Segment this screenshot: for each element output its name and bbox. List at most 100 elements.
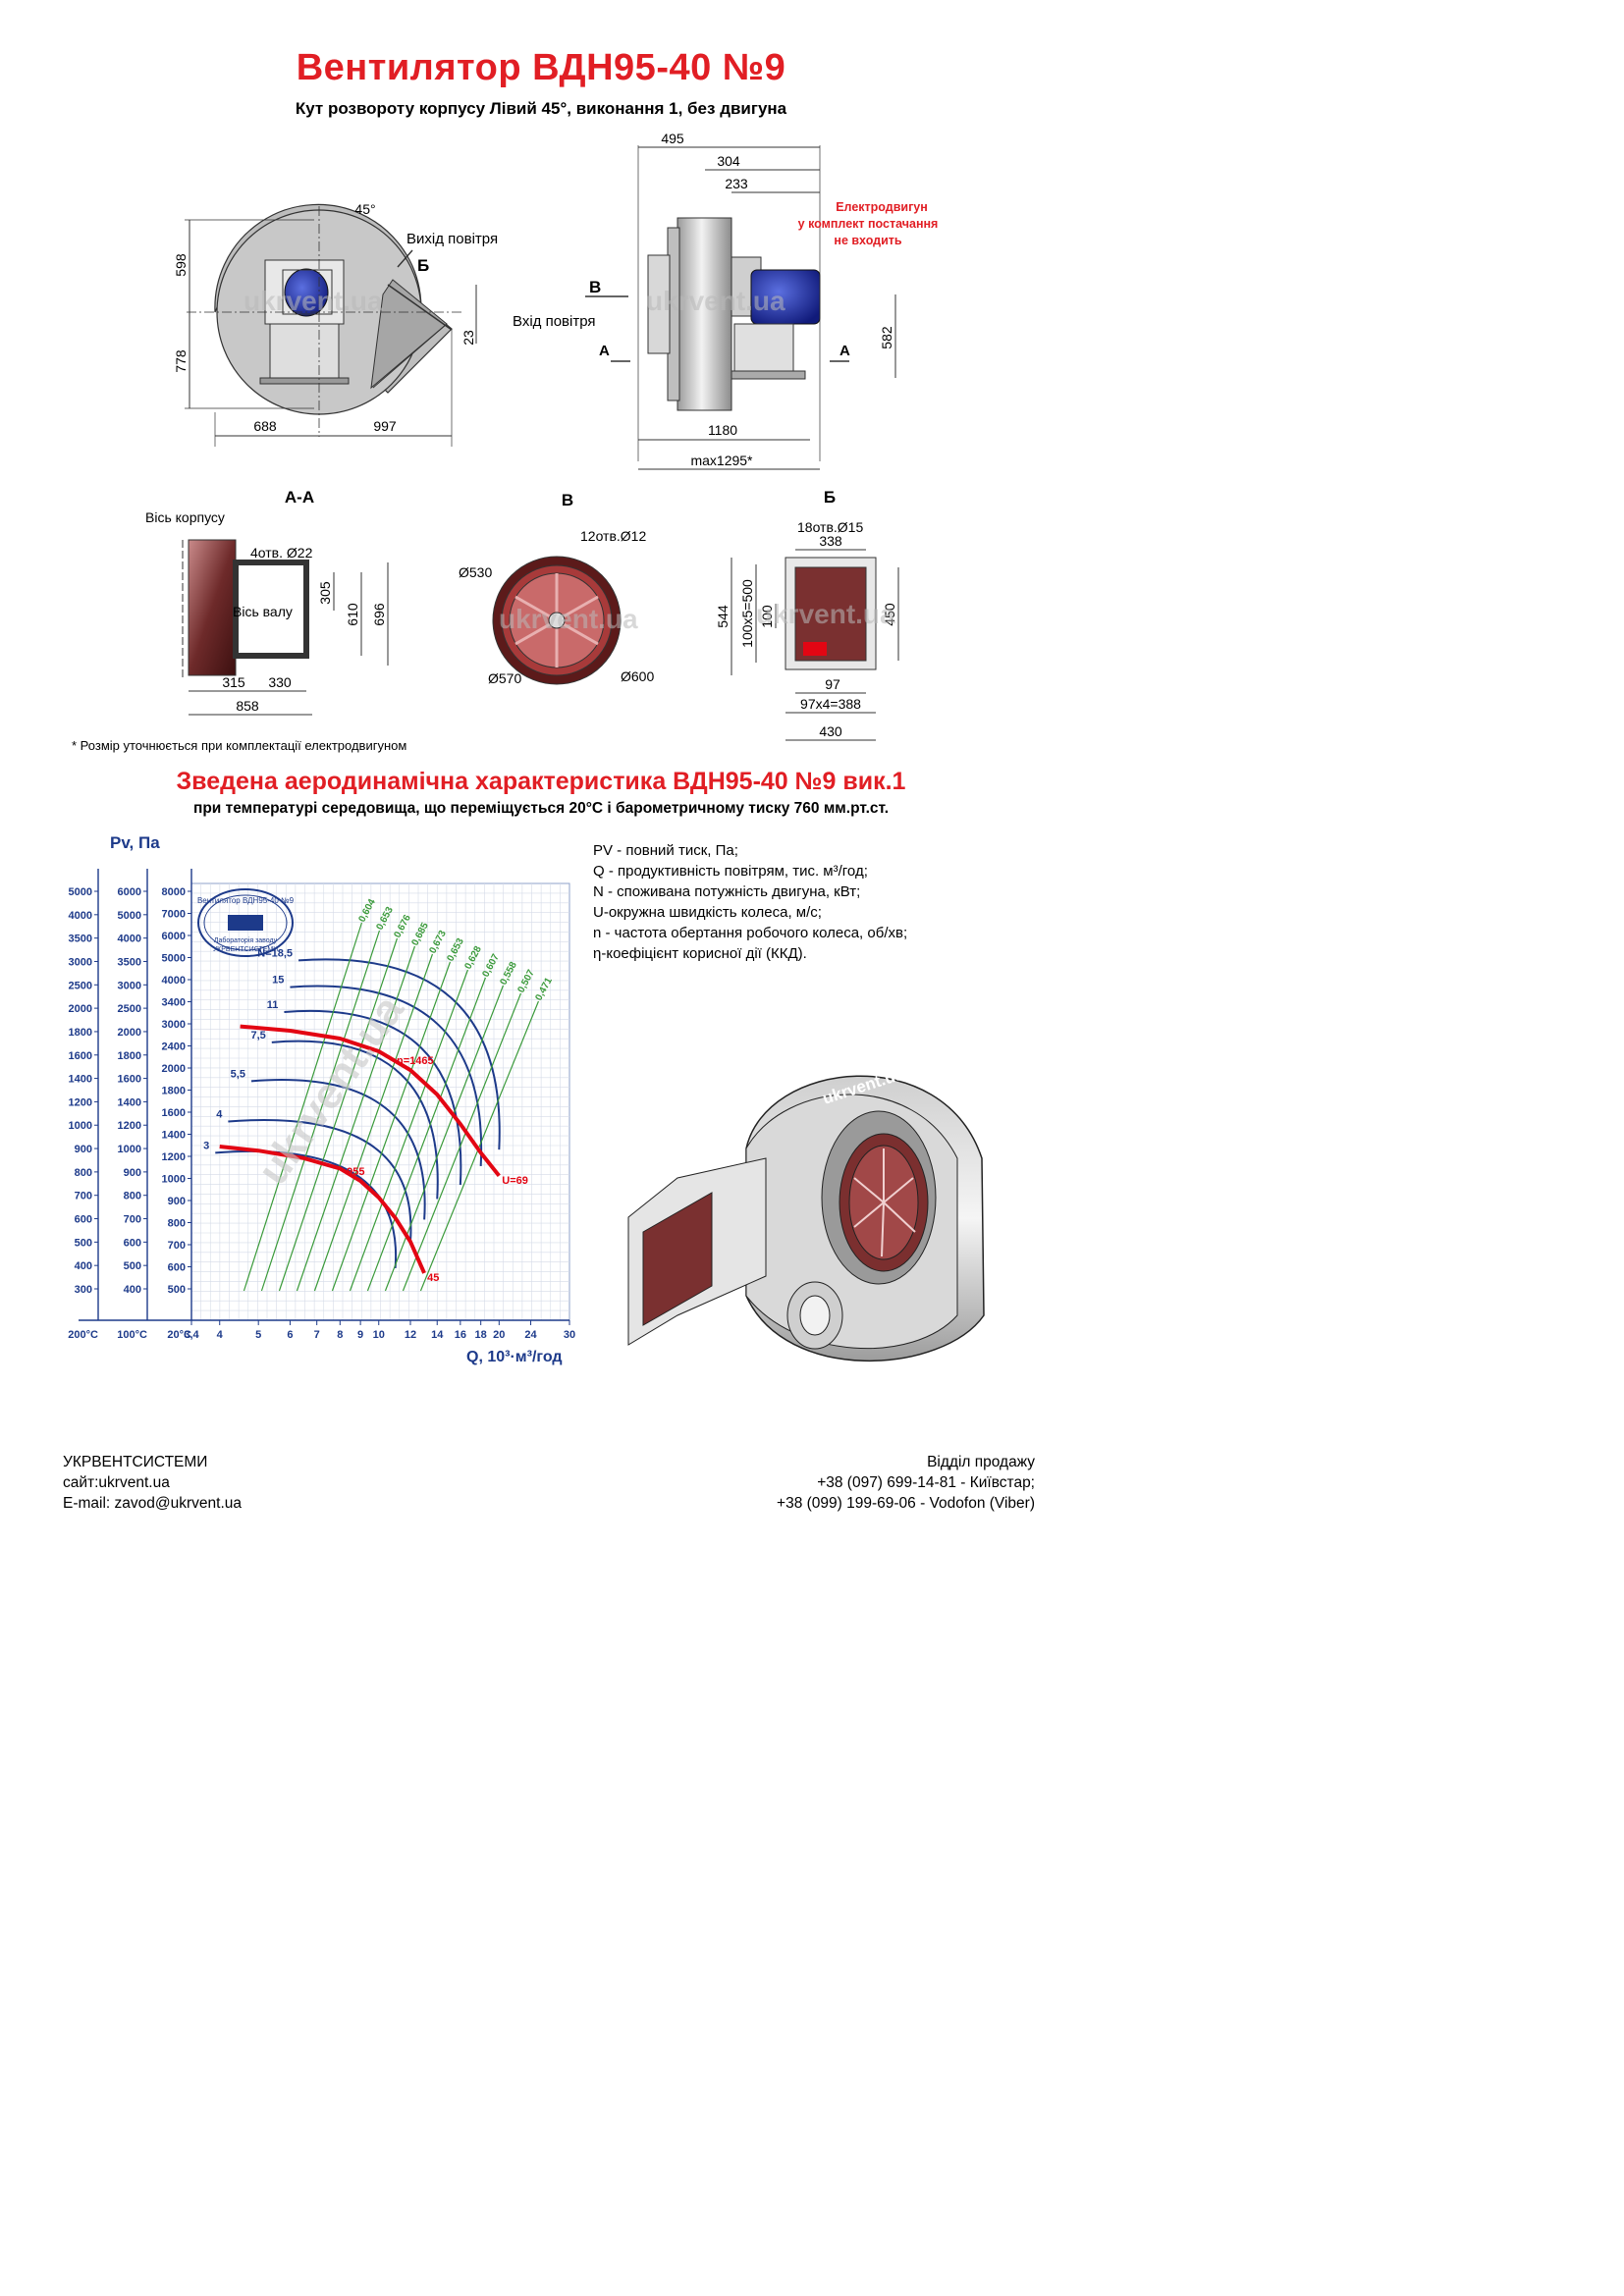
y-tick-label: 1400 (162, 1130, 186, 1142)
section-aa: А-А Вісь корпусу Вісь валу 4отв. Ø22 305… (145, 488, 389, 716)
x-tick-label: 18 (475, 1329, 487, 1341)
rpm-curve (240, 1024, 501, 1178)
stamp-line1: Вентилятор ВДН95-40 №9 (197, 896, 295, 905)
y-tick-label: 1000 (69, 1120, 92, 1132)
watermark-v: ukrvent.ua (499, 604, 638, 634)
dim-max1295: max1295* (690, 453, 753, 468)
y-tick-label: 5000 (118, 910, 141, 922)
efficiency-line (296, 945, 416, 1292)
temp-label: 200°С (68, 1329, 98, 1341)
dim-233: 233 (725, 176, 748, 191)
y-tick-label: 800 (168, 1218, 186, 1230)
inlet-label: Вхід повітря (513, 313, 596, 330)
x-tick-label: 5 (255, 1329, 261, 1341)
x-tick-label: 3,4 (184, 1329, 199, 1341)
footer-company: УКРВЕНТСИСТЕМИ (63, 1454, 208, 1470)
rpm-curve (219, 1145, 426, 1274)
y-tick-label: 4000 (118, 934, 141, 945)
mark-a-right: А (839, 343, 850, 359)
y-tick-label: 2000 (69, 1003, 92, 1015)
legend-eta: η-коефіцієнт корисної дії (ККД). (593, 945, 807, 962)
temp-label: 20°С (167, 1329, 191, 1341)
chart-curves: N=18,515117,55,5430,6040,6530,6760,6850,… (203, 897, 555, 1292)
y-tick-label: 7000 (162, 909, 186, 921)
y-tick-label: 700 (124, 1214, 141, 1226)
y-tick-label: 2500 (69, 980, 92, 991)
v-530: Ø530 (459, 564, 492, 580)
footer-site[interactable]: сайт:ukrvent.ua (63, 1474, 170, 1491)
x-tick-label: 12 (405, 1329, 416, 1341)
dim-495: 495 (661, 131, 684, 146)
motor-note-3: не входить (834, 234, 902, 247)
u-label: U=69 (502, 1175, 528, 1187)
legend-rpm: n - частота обертання робочого колеса, о… (593, 925, 908, 941)
x-tick-label: 14 (431, 1329, 444, 1341)
b-450: 450 (882, 603, 897, 626)
temp-label: 100°С (117, 1329, 147, 1341)
v-600: Ø600 (621, 668, 654, 684)
rpm-label: n=1465 (397, 1055, 434, 1067)
aa-858: 858 (236, 698, 259, 714)
y-tick-label: 1600 (69, 1050, 92, 1062)
chart-legend: PV - повний тиск, Па; Q - продуктивність… (593, 840, 907, 964)
y-tick-label: 1400 (69, 1074, 92, 1086)
aa-305: 305 (317, 581, 333, 605)
lab-stamp: Вентилятор ВДН95-40 №9 Лабораторія завод… (197, 888, 295, 957)
u-label: 45 (427, 1272, 439, 1284)
b-holes: 18отв.Ø15 (797, 519, 863, 535)
y-tick-label: 1200 (118, 1120, 141, 1132)
y-tick-label: 600 (168, 1262, 186, 1274)
y-tick-label: 2400 (162, 1041, 186, 1053)
power-label: 7,5 (251, 1030, 266, 1041)
fan-3d-illustration: ukrvent.ua (627, 1064, 985, 1362)
mark-v: В (589, 278, 601, 296)
y-tick-label: 600 (75, 1214, 92, 1226)
section-b-title: Б (824, 488, 836, 507)
y-tick-label: 1800 (69, 1027, 92, 1039)
y-tick-label: 800 (75, 1167, 92, 1179)
y-tick-label: 3000 (118, 980, 141, 991)
footer-phone-2[interactable]: +38 (099) 199-69-06 - Vodofon (Viber) (777, 1495, 1035, 1512)
y-tick-label: 3400 (162, 997, 186, 1009)
chart-section-title: Зведена аеродинамічна характеристика ВДН… (176, 768, 906, 795)
y-tick-label: 5000 (69, 886, 92, 898)
power-curve (250, 1079, 426, 1220)
dim-997: 997 (373, 418, 397, 434)
chart-xlabel: Q, 10³·м³/год (466, 1349, 563, 1365)
footer-email[interactable]: E-mail: zavod@ukrvent.ua (63, 1495, 243, 1512)
watermark-side: ukrvent.ua (646, 286, 785, 316)
y-tick-label: 6000 (162, 931, 186, 942)
section-aa-title: А-А (285, 488, 314, 507)
angle-45: 45° (354, 201, 375, 217)
dim-304: 304 (717, 153, 740, 169)
y-tick-label: 1400 (118, 1096, 141, 1108)
y-tick-label: 400 (124, 1284, 141, 1296)
legend-pv: PV - повний тиск, Па; (593, 842, 738, 859)
power-label: 3 (203, 1140, 209, 1151)
efficiency-line (331, 961, 452, 1292)
stamp-line3: УКРВЕНТСИСТЕМИ (213, 946, 279, 953)
y-tick-label: 3500 (118, 956, 141, 968)
y-tick-label: 500 (124, 1260, 141, 1272)
b-544: 544 (715, 605, 731, 628)
footer-right: Відділ продажу +38 (097) 699-14-81 - Киї… (777, 1452, 1035, 1514)
page-title: Вентилятор ВДН95-40 №9 (296, 47, 786, 88)
efficiency-line (243, 922, 363, 1292)
y-tick-label: 3500 (69, 934, 92, 945)
dim-688: 688 (253, 418, 277, 434)
efficiency-line (402, 992, 522, 1292)
chart-section-subtitle: при температурі середовища, що переміщує… (192, 800, 890, 817)
power-curve (284, 1009, 462, 1186)
technical-drawings: 598 778 688 997 23 45° Вихід повітря Б 4… (145, 131, 939, 741)
power-curve (228, 1119, 412, 1243)
y-tick-label: 1600 (162, 1107, 186, 1119)
motor-note-2: у комплект постачання (798, 217, 939, 231)
b-100: 100 (759, 605, 775, 628)
x-tick-label: 6 (287, 1329, 293, 1341)
x-tick-label: 4 (217, 1329, 224, 1341)
y-tick-label: 4000 (162, 975, 186, 987)
footer-phone-1[interactable]: +38 (097) 699-14-81 - Київстар; (817, 1474, 1035, 1491)
efficiency-line (278, 937, 399, 1292)
y-tick-label: 5000 (162, 953, 186, 965)
